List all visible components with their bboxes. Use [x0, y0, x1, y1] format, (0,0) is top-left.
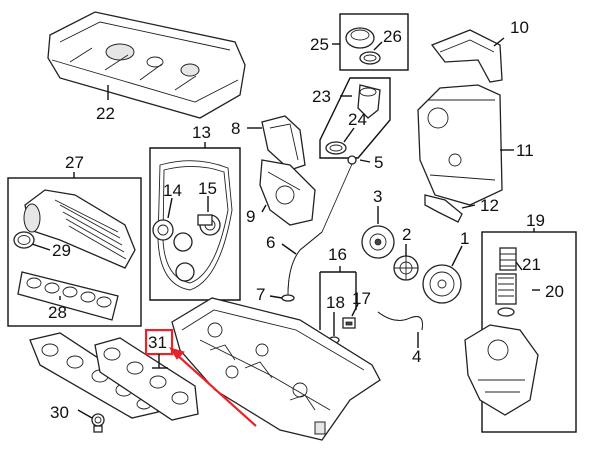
- callout-4: 4: [412, 347, 421, 366]
- group-25-box: [339, 13, 409, 71]
- callout-22: 22: [96, 104, 115, 123]
- oil-pump-part: [361, 225, 395, 259]
- timing-cover-main-part: [417, 84, 503, 206]
- thermostat-housing-part: [357, 84, 381, 119]
- callout-26: 26: [383, 27, 402, 46]
- group-13-box: [149, 147, 241, 301]
- callout-25: 25: [310, 35, 329, 54]
- callout-11: 11: [516, 141, 534, 160]
- callout-20: 20: [545, 282, 564, 301]
- filter-element-part: [495, 273, 517, 317]
- timing-cover-upper-part: [430, 29, 503, 83]
- exhaust-manifold-part: [94, 337, 199, 421]
- crank-pulley-part: [422, 264, 462, 304]
- callout-9: 9: [246, 207, 255, 226]
- lower-timing-cover: [259, 159, 316, 226]
- callout-8: 8: [231, 119, 240, 138]
- callout-23: 23: [312, 87, 331, 106]
- callout-12: 12: [480, 196, 499, 215]
- group-23-box: [319, 77, 391, 159]
- callout-13: 13: [192, 123, 211, 142]
- cap-seal-ring: [359, 51, 381, 65]
- callout-18: 18: [326, 293, 345, 312]
- callout-1: 1: [460, 229, 469, 248]
- filler-cap-part: [345, 27, 375, 49]
- manifold-nut-part: [91, 413, 105, 433]
- callout-10: 10: [510, 18, 529, 37]
- callout-14: 14: [163, 181, 182, 200]
- callout-6: 6: [266, 233, 275, 252]
- callout-31: 31: [148, 333, 167, 352]
- timing-cover-lower-part: [424, 194, 463, 223]
- callout-7: 7: [256, 285, 265, 304]
- dipstick-tube-part: [287, 231, 323, 296]
- callout-2: 2: [402, 225, 411, 244]
- timing-belt-part: [157, 160, 233, 291]
- filter-housing-part: [464, 324, 539, 416]
- dipstick-part: [321, 155, 357, 233]
- crank-gear-part: [393, 255, 419, 281]
- callout-21: 21: [522, 255, 541, 274]
- callout-15: 15: [198, 179, 217, 198]
- callout-29: 29: [52, 241, 71, 260]
- callout-5: 5: [374, 153, 383, 172]
- upper-timing-cover: [261, 115, 306, 171]
- highlight-arrow: [168, 347, 257, 427]
- oil-pan-part: [171, 297, 381, 441]
- callout-28: 28: [48, 303, 67, 322]
- callout-16: 16: [328, 245, 347, 264]
- drain-plug-part: [342, 317, 356, 329]
- callout-19: 19: [526, 211, 545, 230]
- group-16-bracket: [319, 271, 357, 330]
- breather-hose-part: [377, 311, 423, 331]
- intake-seal-ring: [13, 231, 35, 249]
- callout-17: 17: [352, 289, 371, 308]
- tube-seal-part: [281, 294, 295, 302]
- callout-30: 30: [50, 403, 69, 422]
- callout-3: 3: [373, 187, 382, 206]
- tensioner-part: [197, 214, 221, 236]
- valve-cover-part: [47, 11, 246, 119]
- intake-gasket-set: [17, 271, 119, 321]
- idler-pulley-part: [152, 219, 174, 241]
- filter-cap-part: [499, 247, 517, 271]
- housing-seal-ring: [325, 141, 347, 155]
- callout-27: 27: [65, 153, 84, 172]
- callout-24: 24: [348, 110, 367, 129]
- pulley-pair: [173, 232, 195, 282]
- intake-hose-part: [23, 189, 136, 269]
